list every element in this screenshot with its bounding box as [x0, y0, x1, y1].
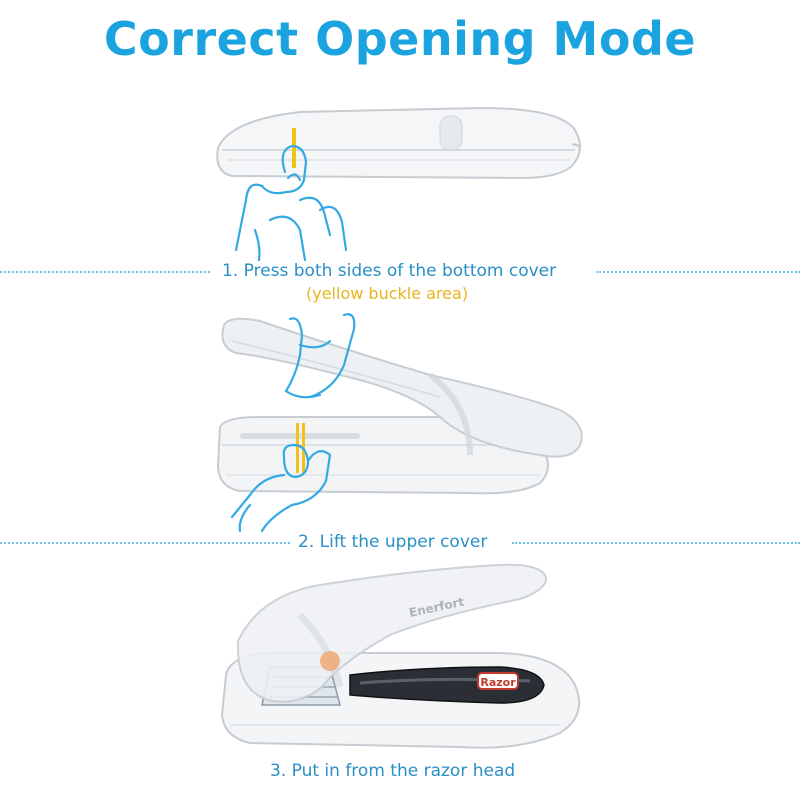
- page-title: Correct Opening Mode: [103, 12, 697, 66]
- yellow-buckle-marker: [296, 423, 299, 473]
- dotted-divider: [0, 542, 290, 544]
- half-open-case-illustration: [216, 313, 583, 533]
- razor-label: Razor: [480, 676, 516, 689]
- closed-case-illustration: [216, 106, 582, 267]
- step-1-note: (yellow buckle area): [306, 284, 469, 303]
- pressing-hand-outline: [234, 144, 348, 267]
- dotted-divider: [512, 542, 800, 544]
- lifting-hand-outline: [284, 313, 356, 399]
- dotted-divider: [0, 271, 210, 273]
- closed-case: [216, 106, 581, 180]
- yellow-buckle-marker: [292, 128, 296, 168]
- step-2-label: 2. Lift the upper cover: [298, 532, 488, 552]
- step-1-label: 1. Press both sides of the bottom cover: [222, 261, 557, 281]
- dotted-divider: [596, 271, 800, 273]
- pinching-hand-outline: [230, 443, 332, 533]
- upper-cover: [236, 563, 548, 703]
- open-case-with-razor-illustration: Razor Enerfort: [220, 563, 580, 749]
- upper-cover: [221, 317, 583, 458]
- step-3-label: 3. Put in from the razor head: [270, 761, 516, 781]
